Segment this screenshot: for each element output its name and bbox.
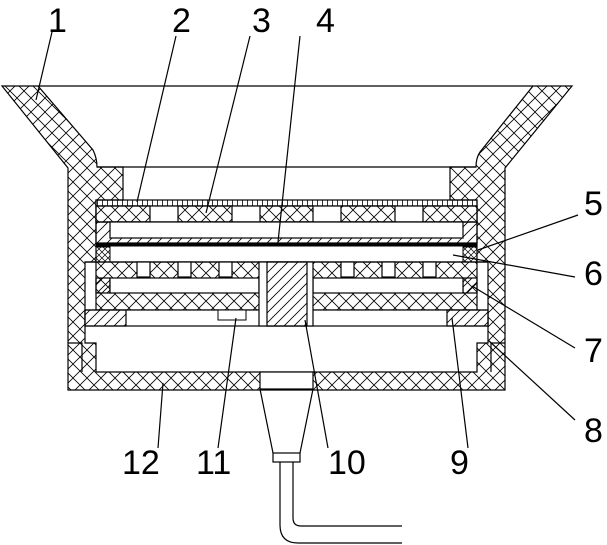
seal-right bbox=[462, 246, 478, 263]
callout-9: 9 bbox=[450, 444, 469, 482]
top-plate bbox=[95, 199, 478, 207]
callout-10: 10 bbox=[328, 444, 366, 482]
upper-frame bbox=[95, 221, 478, 244]
callout-11: 11 bbox=[196, 444, 231, 482]
sensor-chip bbox=[217, 309, 247, 321]
film bbox=[96, 243, 477, 247]
callout-6: 6 bbox=[584, 255, 603, 293]
cable-port bbox=[259, 371, 402, 544]
callout-12: 12 bbox=[122, 444, 160, 482]
callout-3: 3 bbox=[252, 2, 271, 40]
callout-4: 4 bbox=[316, 2, 335, 40]
callout-7: 7 bbox=[584, 332, 603, 370]
callout-labels: 1 2 3 4 5 6 7 8 9 10 11 12 bbox=[48, 2, 603, 482]
seal-left bbox=[95, 246, 111, 263]
leader-lines bbox=[35, 31, 579, 449]
callout-1: 1 bbox=[48, 2, 67, 40]
callout-5: 5 bbox=[584, 185, 603, 223]
center-post bbox=[258, 261, 314, 327]
electrode-blocks bbox=[95, 205, 478, 223]
callout-2: 2 bbox=[172, 2, 191, 40]
callout-8: 8 bbox=[584, 412, 603, 450]
